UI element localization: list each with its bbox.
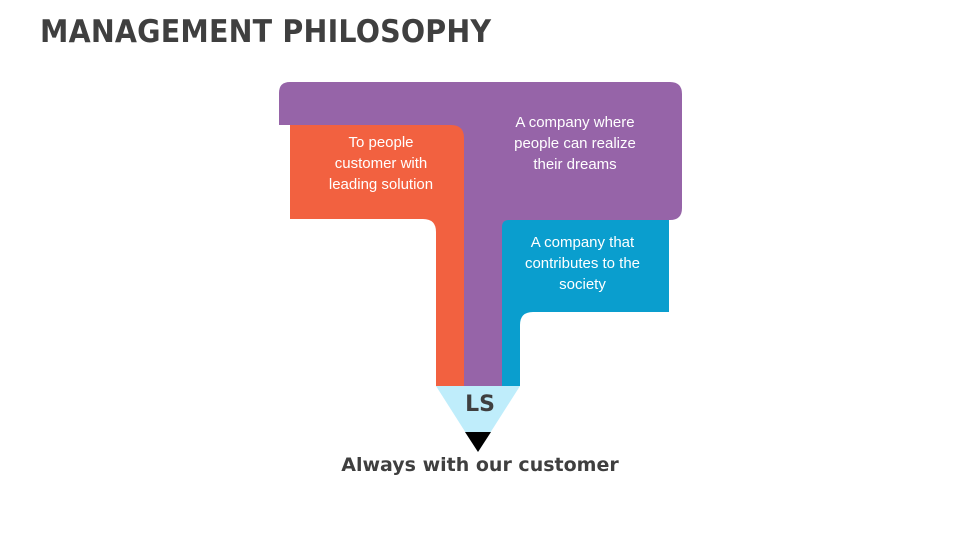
blue-box-text: A company that contributes to the societ… — [524, 234, 641, 293]
page-title: MANAGEMENT PHILOSOPHY — [40, 14, 492, 50]
purple-box-text: A company where people can realize their… — [514, 114, 636, 173]
purple-segment — [279, 82, 682, 386]
pencil-cone — [436, 386, 520, 452]
orange-box-text: To people customer with leading solution — [328, 134, 434, 193]
diagram-caption: Always with our customer — [341, 454, 619, 476]
center-label: LS — [465, 392, 495, 417]
orange-segment — [290, 123, 464, 386]
blue-segment — [496, 215, 669, 386]
pencil-tip — [465, 432, 491, 452]
